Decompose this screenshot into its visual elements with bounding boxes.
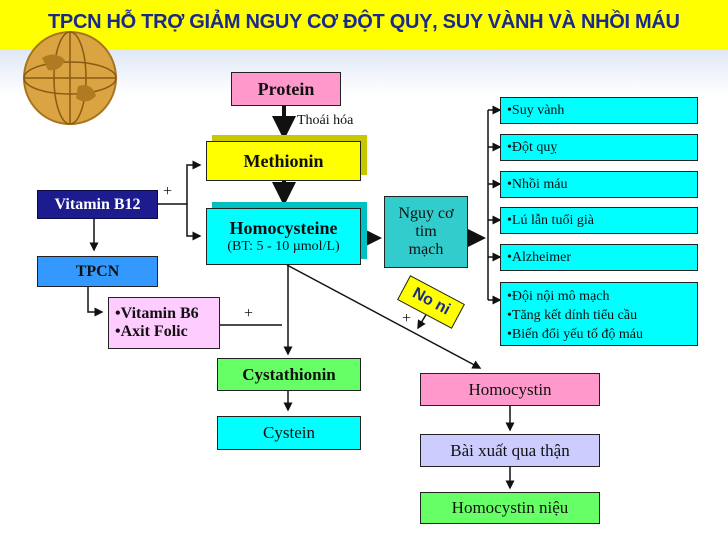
risk-vascular-item: •Đội nội mô mạch [507, 289, 610, 304]
nguy-co-line3: mạch [408, 241, 444, 258]
thoai-hoa-label: Thoái hóa [297, 113, 354, 128]
risk-vascular-list: •Đội nội mô mạch •Tăng kết dính tiểu cầu… [500, 282, 698, 346]
page-title: TPCN HỖ TRỢ GIẢM NGUY CƠ ĐỘT QUỴ, SUY VÀ… [48, 11, 680, 33]
title-banner: TPCN HỖ TRỢ GIẢM NGUY CƠ ĐỘT QUỴ, SUY VÀ… [0, 0, 728, 50]
methionin-box: Methionin [206, 141, 361, 181]
homocysteine-range: (BT: 5 - 10 µmol/L) [227, 239, 340, 254]
homocysteine-name: Homocysteine [229, 218, 338, 238]
protein-box: Protein [231, 72, 341, 106]
vitamin-b6-folic-box: •Vitamin B6 •Axit Folic [108, 297, 220, 349]
homocystin-box: Homocystin [420, 373, 600, 406]
risk-vascular-item: •Tăng kết dính tiểu cầu [507, 308, 638, 323]
risk-alzheimer: •Alzheimer [500, 244, 698, 271]
header-band [0, 50, 728, 96]
nguy-co-tim-mach-box: Nguy cơ tim mạch [384, 196, 468, 268]
plus-diag-label: + [402, 310, 412, 327]
risk-dot-quy: •Đột quỵ [500, 134, 698, 161]
tpcn-box: TPCN [37, 256, 158, 287]
vitamin-b12-box: Vitamin B12 [37, 190, 158, 219]
vitamin-b6-item: •Vitamin B6 [115, 305, 199, 322]
risk-vascular-item: •Biến đổi yếu tố độ máu [507, 327, 643, 342]
nguy-co-line2: tim [415, 223, 437, 240]
homocysteine-box: Homocysteine (BT: 5 - 10 µmol/L) [206, 208, 361, 265]
cystein-box: Cystein [217, 416, 361, 450]
risk-nhoi-mau: •Nhồi máu [500, 171, 698, 198]
globe-icon [23, 31, 117, 125]
risk-lu-lan: •Lú lẫn tuổi già [500, 207, 698, 234]
bai-xuat-box: Bài xuất qua thận [420, 434, 600, 467]
homocystin-nieu-box: Homocystin niệu [420, 492, 600, 524]
plus-b6-label: + [244, 305, 254, 322]
nguy-co-line1: Nguy cơ [398, 205, 454, 222]
cystathionin-box: Cystathionin [217, 358, 361, 391]
plus-b12-label: + [163, 183, 173, 200]
axit-folic-item: •Axit Folic [115, 323, 188, 340]
risk-suy-vanh: •Suy vành [500, 97, 698, 124]
